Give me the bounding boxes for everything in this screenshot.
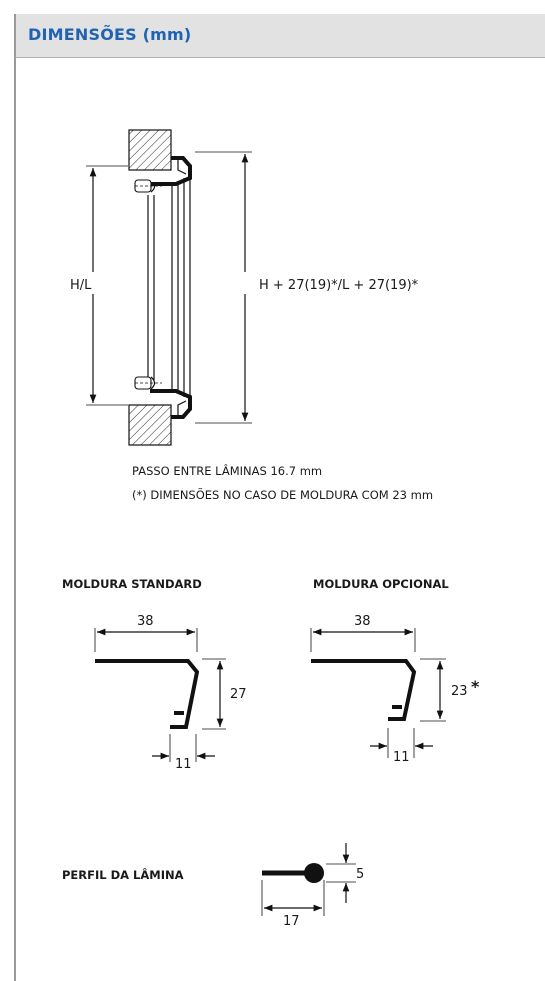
moldura-opcional-height: 23 bbox=[451, 684, 468, 699]
moldura-standard-width: 38 bbox=[137, 614, 154, 629]
bottom-clip bbox=[134, 376, 162, 390]
top-clip bbox=[134, 179, 162, 193]
moldura-opcional-drawing: MOLDURA OPCIONAL 38 23 * 11 bbox=[310, 577, 480, 765]
grille-section-drawing: H/L H + 27(19)*/L + 27(19)* bbox=[70, 129, 419, 446]
perfil-length: 17 bbox=[283, 914, 300, 929]
note-asterisk: (*) DIMENSÕES NO CASO DE MOLDURA COM 23 … bbox=[132, 487, 433, 502]
moldura-standard-height: 27 bbox=[230, 687, 247, 702]
moldura-standard-drawing: MOLDURA STANDARD 38 27 11 bbox=[62, 577, 247, 772]
perfil-title: PERFIL DA LÂMINA bbox=[62, 867, 184, 882]
moldura-standard-depth: 11 bbox=[175, 757, 192, 772]
moldura-standard-title: MOLDURA STANDARD bbox=[62, 577, 202, 591]
left-border bbox=[14, 58, 16, 981]
moldura-opcional-title: MOLDURA OPCIONAL bbox=[313, 577, 449, 591]
asterisk-mark: * bbox=[471, 677, 480, 696]
dim-label-hl: H/L bbox=[70, 278, 92, 293]
section-title: DIMENSÕES (mm) bbox=[28, 25, 192, 44]
wall-top bbox=[128, 129, 172, 171]
moldura-opcional-depth: 11 bbox=[393, 750, 410, 765]
moldura-opcional-width: 38 bbox=[354, 614, 371, 629]
lamina-bulb bbox=[304, 863, 324, 883]
perfil-thickness: 5 bbox=[356, 867, 364, 882]
dim-label-overall: H + 27(19)*/L + 27(19)* bbox=[259, 278, 419, 293]
note-pitch: PASSO ENTRE LÂMINAS 16.7 mm bbox=[132, 463, 322, 478]
perfil-lamina-drawing: PERFIL DA LÂMINA 5 17 bbox=[62, 843, 364, 929]
section-header: DIMENSÕES (mm) bbox=[14, 14, 545, 58]
wall-bottom bbox=[128, 404, 172, 446]
